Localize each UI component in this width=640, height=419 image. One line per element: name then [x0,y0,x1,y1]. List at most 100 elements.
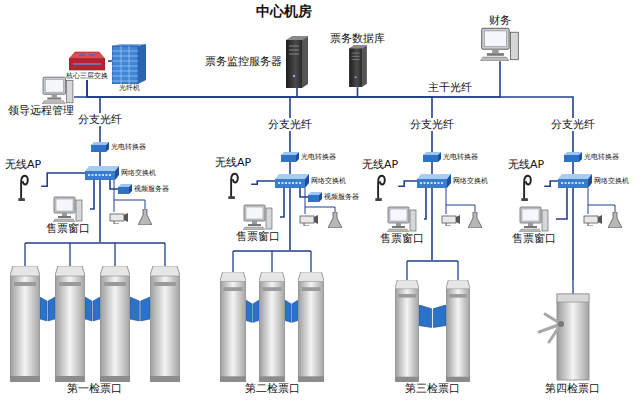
network-link [556,188,567,219]
device-label: 网络交换机 [311,177,346,185]
device-label: 光电转换器 [443,153,478,161]
device-label: 售票窗口 [380,232,424,245]
video-server: 视频服务器 [118,184,169,194]
device-icon [118,184,132,194]
device-label: 无线AP [362,158,398,171]
network-link [289,188,291,250]
diagram-title: 中心机房 [256,3,312,20]
device-label: 光电转换器 [584,153,619,161]
network-link [280,188,284,217]
device-label: 售票窗口 [512,232,556,245]
fiber-cabinet: 光纤机 [112,44,146,92]
device-icon [423,152,441,162]
device-icon [308,192,322,202]
network-switch: 网络交换机 [275,174,346,188]
device-label: 售票窗口 [236,230,280,243]
wireless-ap: 无线AP [508,158,544,201]
server-tower: 票务数据库 [330,32,385,87]
device-label: 光纤机 [119,84,140,92]
edge-label: 分支光纤 [266,118,314,131]
device-icon [275,174,309,188]
wireless-ap: 无线AP [215,156,251,199]
network-link [108,60,112,62]
computer: 售票窗口 [512,206,556,245]
device-icon [281,152,299,162]
core-switch: 核心三层交换 [66,50,108,80]
device-icon [85,166,119,180]
network-link [289,162,291,174]
network-switch: 网络交换机 [558,174,629,188]
network-link [572,188,574,280]
media-converter: 光电转换器 [91,142,146,152]
device-icon [417,174,451,188]
device-icon [519,171,533,201]
media-converter: 光电转换器 [564,152,619,162]
computer: 售票窗口 [46,196,90,235]
computer: 售票窗口 [380,206,424,245]
network-link [431,188,433,260]
device-icon [91,142,109,152]
media-converter: 光电转换器 [281,152,336,162]
network-link [424,188,426,219]
line-label: 主干光纤 [428,81,472,94]
device-label: 网络交换机 [121,169,156,177]
gate-group: 第二检票口 [212,250,332,395]
network-link [74,80,87,97]
device-label: 第四检票口 [545,382,600,395]
device-icon [519,206,549,232]
network-link [87,80,573,152]
network-link [99,180,101,242]
wireless-ap: 无线AP [362,158,398,201]
turnstile-gate: 第四检票口 [525,280,620,395]
gate-group: 第一检票口 [5,242,183,395]
device-icon [69,50,105,72]
network-link [87,80,100,142]
network-link [544,181,558,186]
network-link [431,162,433,174]
device-label: 光电转换器 [111,143,146,151]
gate-group: 第三检票口 [385,260,480,395]
device-icon [558,174,592,188]
media-converter: 光电转换器 [423,152,478,162]
device-icon [243,204,273,230]
device-label: 第一检票口 [67,382,122,395]
network-link [572,162,574,174]
device-label: 财务 [489,14,511,27]
device-label: 第二检票口 [245,382,300,395]
device-icon [53,196,83,222]
device-icon [347,45,369,87]
device-icon [564,152,582,162]
network-switch: 网络交换机 [417,174,488,188]
device-label: 第三检票口 [405,382,460,395]
computer: 财务 [480,14,520,61]
device-icon [286,36,308,88]
device-icon [5,242,183,382]
device-label: 无线AP [508,158,544,171]
network-link [87,80,432,152]
device-label: 网络交换机 [453,177,488,185]
device-label: 视频服务器 [324,193,359,201]
network-link [398,181,417,186]
device-icon [385,260,480,382]
device-icon [387,206,417,232]
edge-label: 分支光纤 [408,118,456,131]
device-label: 光电转换器 [301,153,336,161]
device-label: 票务数据库 [330,32,385,45]
device-icon [112,44,146,84]
device-label: 售票窗口 [46,222,90,235]
device-icon [525,280,620,382]
network-link [90,180,94,209]
device-icon [373,171,387,201]
computer: 售票窗口 [236,204,280,243]
device-label: 核心三层交换 [66,72,108,80]
edge-label: 分支光纤 [549,118,597,131]
device-label: 票务监控服务器 [205,55,282,68]
device-label: 网络交换机 [594,177,629,185]
network-link [300,188,308,197]
wireless-ap: 无线AP [5,158,41,201]
device-icon [16,171,30,201]
device-icon [226,169,240,199]
computer: 领导远程管理 [8,76,74,117]
network-link [41,173,85,186]
device-icon [42,76,74,104]
